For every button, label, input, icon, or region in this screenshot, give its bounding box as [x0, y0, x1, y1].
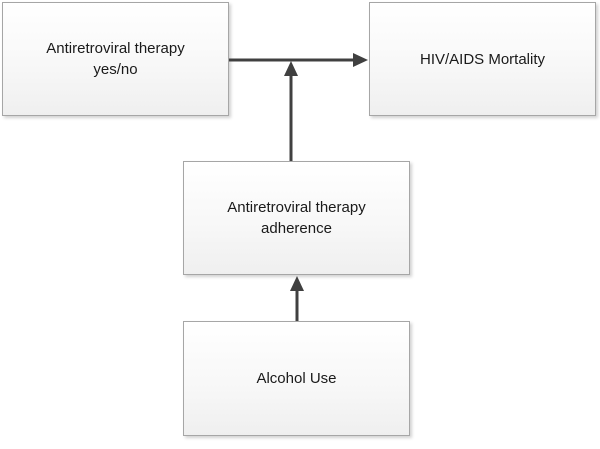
- node-antiretroviral-therapy-label: Antiretroviral therapy yes/no: [46, 40, 185, 78]
- edge-alcohol-to-adherence: [290, 276, 304, 321]
- edge-adherence-to-art-mortality: [284, 61, 298, 161]
- edge-art-to-mortality: [229, 53, 368, 67]
- node-hiv-aids-mortality: HIV/AIDS Mortality: [369, 2, 596, 116]
- node-therapy-adherence: Antiretroviral therapy adherence: [183, 161, 410, 275]
- node-alcohol-use-label: Alcohol Use: [256, 370, 337, 387]
- node-hiv-aids-mortality-label: HIV/AIDS Mortality: [419, 50, 546, 68]
- node-antiretroviral-therapy: Antiretroviral therapy yes/no: [2, 2, 229, 116]
- node-alcohol-use: Alcohol Use: [183, 321, 410, 436]
- node-therapy-adherence-label: Antiretroviral therapy adherence: [227, 199, 366, 237]
